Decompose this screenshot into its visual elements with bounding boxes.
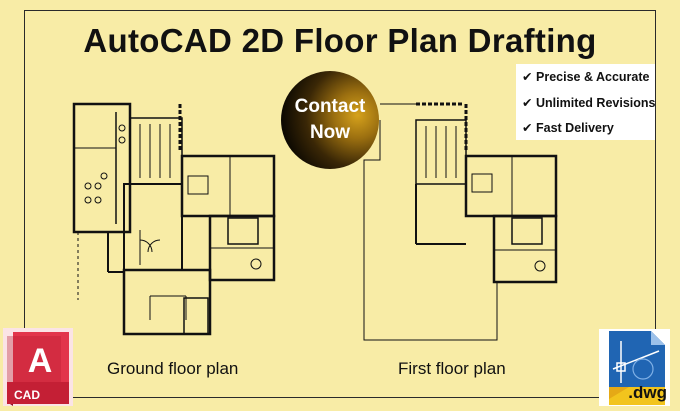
ground-floor-caption: Ground floor plan: [107, 359, 239, 378]
feature-label: Unlimited Revisions: [536, 95, 656, 110]
feature-item: ✔Fast Delivery: [522, 119, 655, 145]
dwg-file-icon: .dwg: [599, 329, 670, 406]
first-floor-plan: [363, 102, 558, 341]
feature-label: Precise & Accurate: [536, 70, 650, 84]
features-box: ✔Precise & Accurate ✔Unlimited Revisions…: [516, 64, 655, 140]
checkmark-icon: ✔: [522, 121, 533, 135]
page-frame: [24, 10, 656, 398]
feature-label: Fast Delivery: [536, 121, 614, 135]
contact-label-line2: Now: [309, 122, 351, 143]
feature-item: ✔Precise & Accurate: [522, 68, 655, 94]
ground-floor-plan: [72, 102, 276, 336]
contact-now-button[interactable]: Contact Now: [281, 71, 379, 169]
page-title: AutoCAD 2D Floor Plan Drafting: [83, 22, 597, 59]
feature-item: ✔Unlimited Revisions: [522, 94, 655, 120]
checkmark-icon: ✔: [522, 95, 533, 110]
autocad-logo: A CAD: [3, 328, 73, 406]
dwg-label: .dwg: [628, 383, 667, 402]
autocad-label: CAD: [14, 388, 40, 402]
first-floor-caption: First floor plan: [398, 359, 506, 378]
checkmark-icon: ✔: [522, 70, 533, 84]
autocad-letter: A: [28, 342, 53, 380]
contact-label-line1: Contact: [294, 96, 366, 117]
